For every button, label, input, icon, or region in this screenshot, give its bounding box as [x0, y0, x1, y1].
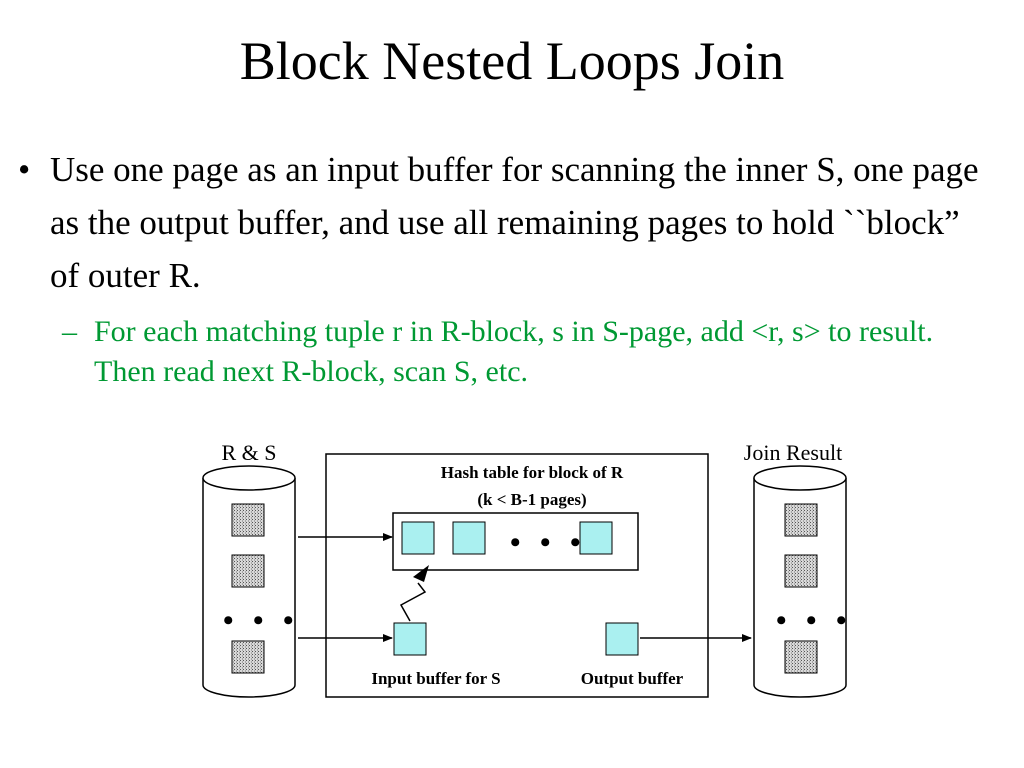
right-disk-page — [784, 503, 818, 537]
left-disk-top — [202, 465, 296, 491]
left-disk-page — [231, 503, 265, 537]
probe-arrowhead — [413, 565, 429, 582]
left-disk-ellipsis: • • • — [223, 604, 300, 637]
left-disk-label: R & S — [221, 440, 276, 465]
hash-table-page — [452, 521, 486, 555]
left-disk-page — [231, 554, 265, 588]
left-disk: • • • — [202, 465, 300, 698]
bullet-text: Use one page as an input buffer for scan… — [50, 150, 979, 295]
hash-table-page — [401, 521, 435, 555]
hash-table-label-line1: Hash table for block of R — [441, 463, 624, 482]
right-disk-ellipsis: • • • — [776, 604, 853, 637]
hash-table-page — [579, 521, 613, 555]
sub-bullet-text: For each matching tuple r in R-block, s … — [94, 315, 934, 388]
bullet-marker: • — [18, 150, 31, 189]
right-disk-page — [784, 640, 818, 674]
input-buffer — [393, 622, 427, 656]
output-buffer — [605, 622, 639, 656]
left-disk-page — [231, 640, 265, 674]
hash-table-ellipsis: • • • — [510, 526, 587, 559]
sub-bullet-marker: – — [62, 315, 77, 348]
output-buffer-label: Output buffer — [581, 669, 684, 688]
right-disk-label: Join Result — [744, 440, 842, 465]
right-disk-page — [784, 554, 818, 588]
right-disk-top — [753, 465, 847, 491]
slide-title: Block Nested Loops Join — [239, 31, 785, 91]
right-disk: • • • — [753, 465, 853, 698]
hash-table-label-line2: (k < B-1 pages) — [477, 490, 586, 509]
input-buffer-label: Input buffer for S — [371, 669, 500, 688]
main-memory-box — [325, 453, 709, 698]
probe-zigzag-arrow — [399, 582, 427, 622]
